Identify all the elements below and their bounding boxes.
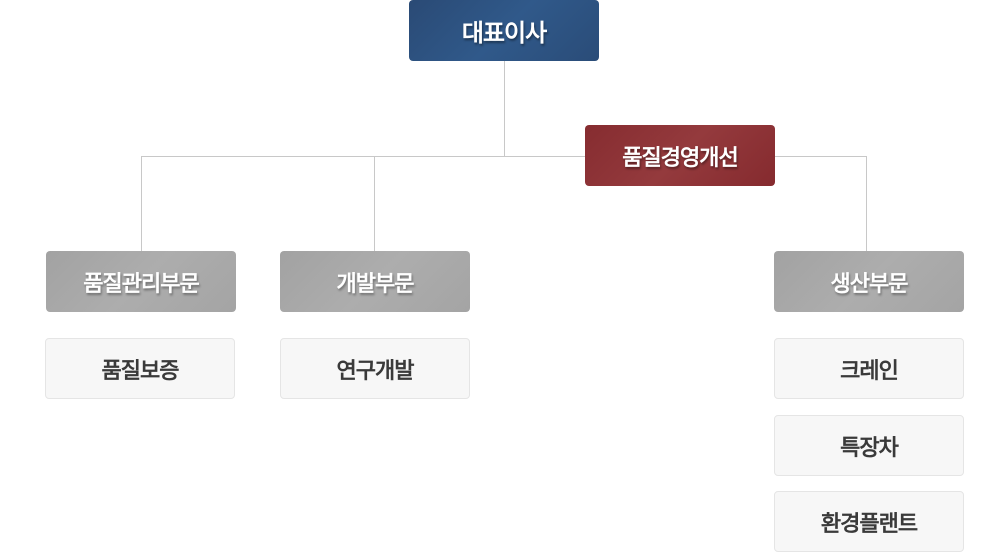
- team-quality-assurance: 품질보증: [45, 338, 235, 399]
- team-research-development: 연구개발: [280, 338, 470, 399]
- connector-ceo-vertical: [504, 61, 505, 157]
- quality-management-box: 품질경영개선: [585, 125, 775, 186]
- team-special-vehicle: 특장차: [774, 415, 964, 476]
- ceo-box: 대표이사: [409, 0, 599, 61]
- connector-division-1: [141, 156, 142, 251]
- connector-division-2: [374, 156, 375, 251]
- division-production: 생산부문: [774, 251, 964, 312]
- division-quality-control: 품질관리부문: [46, 251, 236, 312]
- connector-horizontal: [141, 156, 867, 157]
- division-development: 개발부문: [280, 251, 470, 312]
- connector-division-3: [866, 156, 867, 251]
- team-crane: 크레인: [774, 338, 964, 399]
- team-environment-plant: 환경플랜트: [774, 491, 964, 552]
